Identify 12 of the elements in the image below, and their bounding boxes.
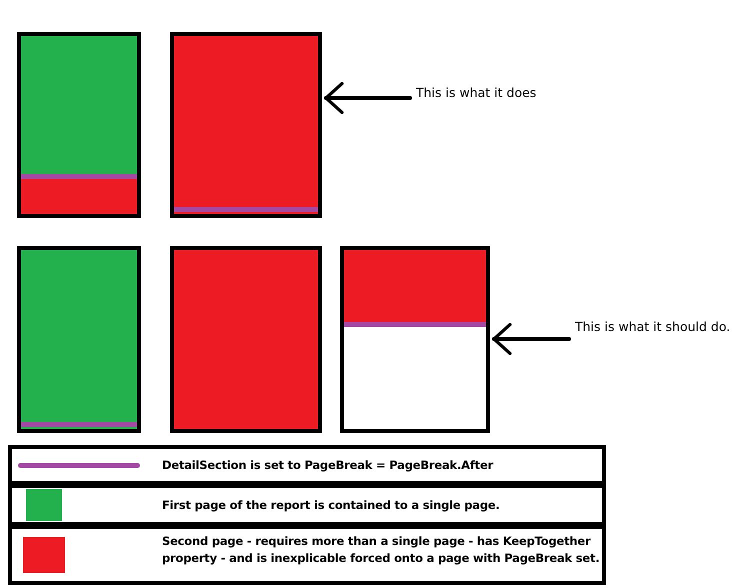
page-drawing xyxy=(17,246,141,433)
annotation-text: This is what it does xyxy=(416,85,536,100)
page-drawing xyxy=(170,246,322,433)
legend-text: DetailSection is set to PageBreak = PageBreak.After xyxy=(162,456,494,474)
arrow xyxy=(492,323,571,355)
page-drawing xyxy=(17,32,141,218)
page-drawing xyxy=(170,32,322,218)
arrow xyxy=(324,82,412,114)
legend-text: Second page - requires more than a single page - has KeepTogether property - and is inexplicable forced onto a page with PageBreak set. xyxy=(162,533,600,567)
legend-text: First page of the report is contained to a single page. xyxy=(162,496,501,514)
page-drawing xyxy=(340,246,490,433)
annotation-text: This is what it should do. xyxy=(575,319,730,334)
